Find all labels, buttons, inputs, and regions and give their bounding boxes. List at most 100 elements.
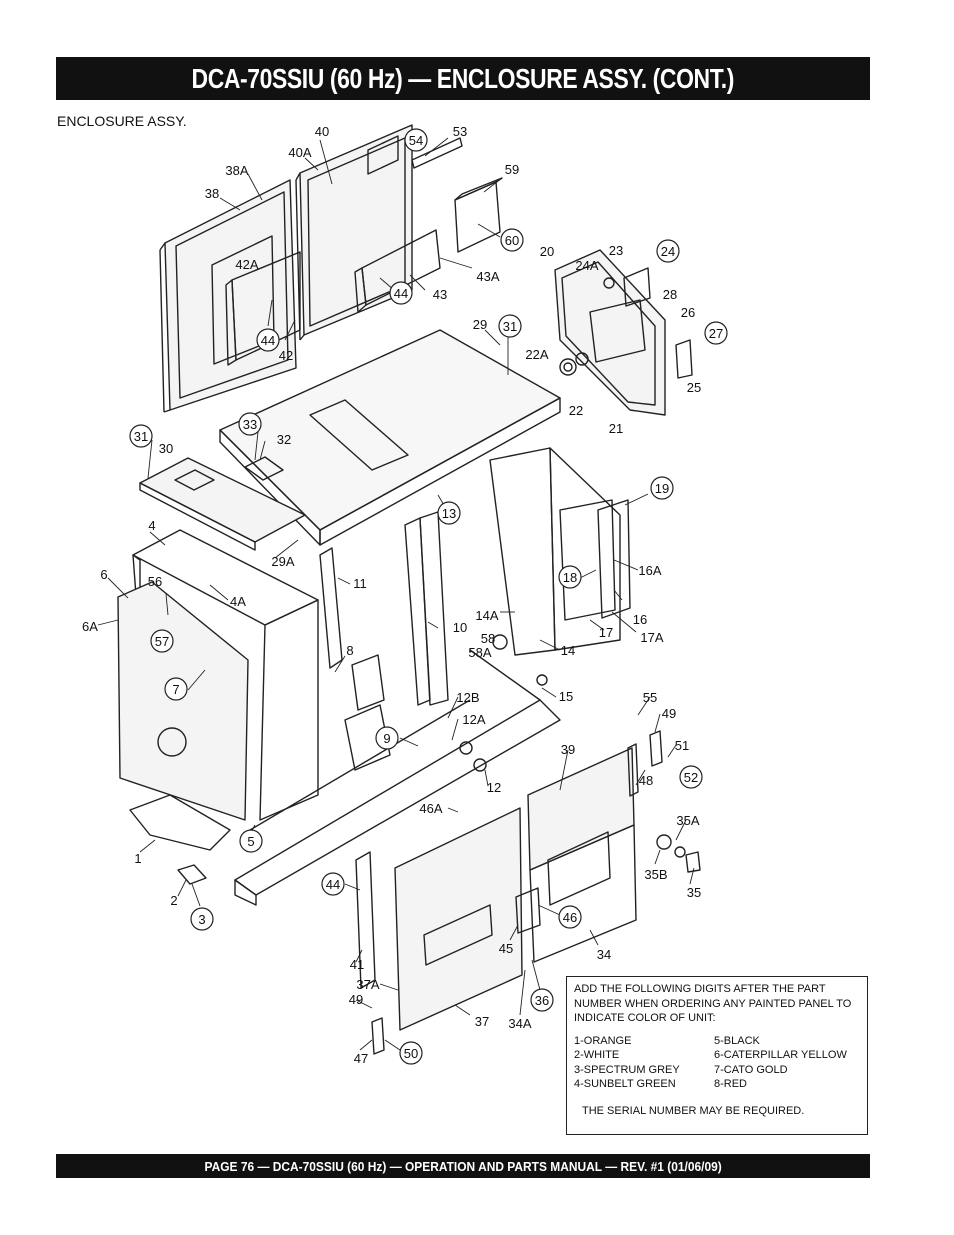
page-title: DCA-70SSIU (60 Hz) — ENCLOSURE ASSY. (CO… <box>191 62 735 94</box>
paint-color-list: 1-ORANGE 5-BLACK 2-WHITE 6-CATERPILLAR Y… <box>574 1034 860 1092</box>
color-code-item: 6-CATERPILLAR YELLOW <box>714 1049 847 1061</box>
callout-37: 37 <box>475 1014 489 1029</box>
color-code-item: 4-SUNBELT GREEN <box>574 1078 676 1090</box>
callout-41: 41 <box>350 957 364 972</box>
callout-53: 53 <box>453 124 467 139</box>
callout-24a: 24A <box>575 258 598 273</box>
callout-16: 16 <box>633 612 647 627</box>
callout-10: 10 <box>453 620 467 635</box>
paint-color-note-box: ADD THE FOLLOWING DIGITS AFTER THE PART … <box>566 976 868 1135</box>
callout-1: 1 <box>134 851 141 866</box>
callout-17: 17 <box>599 625 613 640</box>
callout-49-a: 49 <box>662 706 676 721</box>
callout-23: 23 <box>609 243 623 258</box>
callout-34a: 34A <box>508 1016 531 1031</box>
paint-color-instructions: ADD THE FOLLOWING DIGITS AFTER THE PART … <box>574 983 852 1024</box>
callout-6: 6 <box>100 567 107 582</box>
callout-16a: 16A <box>638 563 661 578</box>
callout-31-a: 31 <box>503 319 517 334</box>
callout-47: 47 <box>354 1051 368 1066</box>
base-frame-1 <box>129 649 561 906</box>
callout-14a: 14A <box>475 608 498 623</box>
color-code-item: 2-WHITE <box>574 1049 620 1061</box>
callout-11: 11 <box>353 576 367 591</box>
callout-22: 22 <box>569 403 583 418</box>
callout-57: 57 <box>155 634 169 649</box>
callout-43: 43 <box>433 287 447 302</box>
callout-35b: 35B <box>644 867 667 882</box>
filter-box-59 <box>454 177 503 253</box>
bracket-42 <box>225 251 301 366</box>
callout-58a: 58A <box>468 645 491 660</box>
callout-24: 24 <box>661 244 675 259</box>
page-footer-bar: PAGE 76 — DCA-70SSIU (60 Hz) — OPERATION… <box>56 1154 870 1178</box>
callout-33: 33 <box>243 417 257 432</box>
right-cabinet-14 <box>489 447 631 656</box>
callout-12b: 12B <box>456 690 479 705</box>
callout-55: 55 <box>643 690 657 705</box>
callout-29: 29 <box>473 317 487 332</box>
callout-34: 34 <box>597 947 611 962</box>
door-panel-37 <box>394 807 523 1031</box>
callout-32: 32 <box>277 432 291 447</box>
door-panel-39 <box>527 747 637 963</box>
callout-36: 36 <box>535 993 549 1008</box>
callout-20: 20 <box>540 244 554 259</box>
callout-48: 48 <box>639 773 653 788</box>
callout-50: 50 <box>404 1046 418 1061</box>
callout-38a: 38A <box>225 163 248 178</box>
door-panel-40 <box>295 124 413 341</box>
lid-panel-30 <box>139 457 306 551</box>
page-footer: PAGE 76 — DCA-70SSIU (60 Hz) — OPERATION… <box>204 1158 722 1174</box>
callout-56: 56 <box>148 574 162 589</box>
side-panel-20 <box>554 249 666 416</box>
callout-59: 59 <box>505 162 519 177</box>
callout-44-a: 44 <box>261 333 275 348</box>
callout-37a: 37A <box>356 977 379 992</box>
callout-28: 28 <box>663 287 677 302</box>
callout-40a: 40A <box>288 145 311 160</box>
color-code-item: 5-BLACK <box>714 1034 760 1047</box>
callout-18: 18 <box>563 570 577 585</box>
callout-30: 30 <box>159 441 173 456</box>
callout-4: 4 <box>148 518 155 533</box>
callout-17a: 17A <box>640 630 663 645</box>
callout-38: 38 <box>205 186 219 201</box>
callout-13: 13 <box>442 506 456 521</box>
callout-39: 39 <box>561 742 575 757</box>
diagram-subtitle: ENCLOSURE ASSY. <box>57 113 187 129</box>
callout-6a: 6A <box>82 619 98 634</box>
callout-52: 52 <box>684 770 698 785</box>
color-code-item: 1-ORANGE <box>574 1034 632 1047</box>
callout-31-b: 31 <box>134 429 148 444</box>
color-code-item: 8-RED <box>714 1078 748 1090</box>
page-title-bar: DCA-70SSIU (60 Hz) — ENCLOSURE ASSY. (CO… <box>56 57 870 100</box>
callout-42: 42 <box>279 348 293 363</box>
callout-44-b: 44 <box>394 286 408 301</box>
callout-40: 40 <box>315 124 329 139</box>
callout-15: 15 <box>559 689 573 704</box>
color-code-item: 7-CATO GOLD <box>714 1063 788 1076</box>
callout-46a: 46A <box>419 801 442 816</box>
callout-3: 3 <box>198 912 205 927</box>
callout-8: 8 <box>346 643 353 658</box>
callout-7: 7 <box>172 682 179 697</box>
callout-2: 2 <box>170 893 177 908</box>
callout-21: 21 <box>609 421 623 436</box>
callout-45: 45 <box>499 941 513 956</box>
end-panel-6 <box>117 581 249 821</box>
callout-26: 26 <box>681 305 695 320</box>
callout-29a: 29A <box>271 554 294 569</box>
callout-46: 46 <box>563 910 577 925</box>
callout-49-b: 49 <box>349 992 363 1007</box>
callout-12: 12 <box>487 780 501 795</box>
callout-27: 27 <box>709 326 723 341</box>
color-code-item: 3-SPECTRUM GREY <box>574 1063 680 1076</box>
callout-44-c: 44 <box>326 877 340 892</box>
callout-5: 5 <box>247 834 254 849</box>
callout-25: 25 <box>687 380 701 395</box>
callout-19: 19 <box>655 481 669 496</box>
callout-35a: 35A <box>676 813 699 828</box>
callout-22a: 22A <box>525 347 548 362</box>
callout-43a: 43A <box>476 269 499 284</box>
